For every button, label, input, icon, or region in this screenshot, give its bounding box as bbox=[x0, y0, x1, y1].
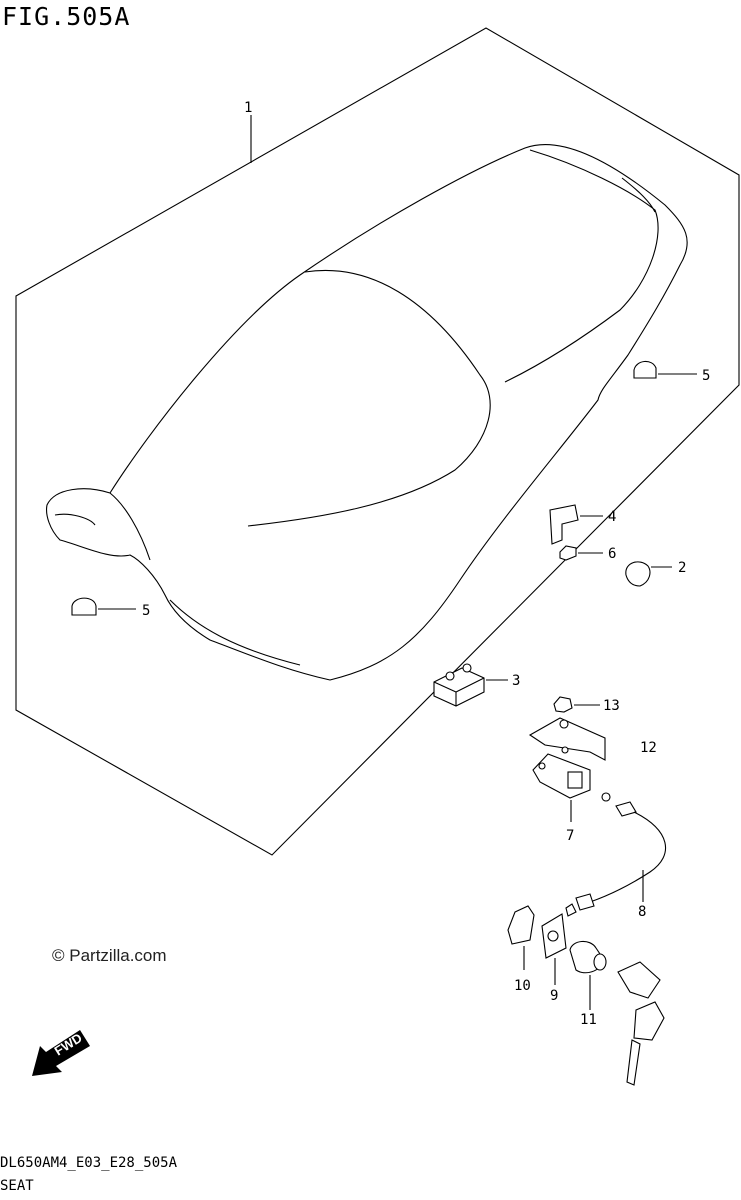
assembly-outline bbox=[15, 27, 740, 856]
callout-6: 6 bbox=[608, 546, 616, 562]
latch-7 bbox=[532, 746, 591, 822]
cushion-5-left bbox=[71, 597, 136, 616]
callout-5-right: 5 bbox=[702, 368, 710, 384]
callout-13: 13 bbox=[603, 698, 620, 714]
callout-10: 10 bbox=[514, 978, 531, 994]
callout-4: 4 bbox=[608, 509, 616, 525]
callout-8: 8 bbox=[638, 904, 646, 920]
callout-5-left: 5 bbox=[142, 603, 150, 619]
clip-10 bbox=[507, 905, 535, 970]
block-3 bbox=[433, 663, 508, 707]
plate-9 bbox=[541, 913, 567, 985]
cushion-5-right bbox=[633, 360, 697, 379]
bracket-4 bbox=[549, 504, 603, 545]
damper-2 bbox=[625, 561, 672, 587]
nut-6 bbox=[559, 545, 603, 561]
fwd-arrow-icon: FWD bbox=[32, 1030, 90, 1076]
watermark: © Partzilla.com bbox=[52, 946, 167, 965]
callout-2: 2 bbox=[678, 560, 686, 576]
callout-12: 12 bbox=[640, 740, 657, 756]
figure-title: FIG.505A bbox=[2, 2, 131, 31]
callout-7: 7 bbox=[566, 828, 574, 844]
plate-12 bbox=[528, 717, 606, 761]
lock-11 bbox=[569, 940, 665, 1086]
callout-9: 9 bbox=[550, 988, 558, 1004]
nut-13 bbox=[553, 696, 600, 713]
seat bbox=[46, 144, 688, 681]
diagram-code: DL650AM4_E03_E28_505A bbox=[0, 1155, 178, 1171]
callout-1: 1 bbox=[244, 100, 252, 116]
callout-3: 3 bbox=[512, 673, 520, 689]
cable-8 bbox=[565, 792, 667, 917]
diagram-name: SEAT bbox=[0, 1178, 34, 1194]
callout-11: 11 bbox=[580, 1012, 597, 1028]
